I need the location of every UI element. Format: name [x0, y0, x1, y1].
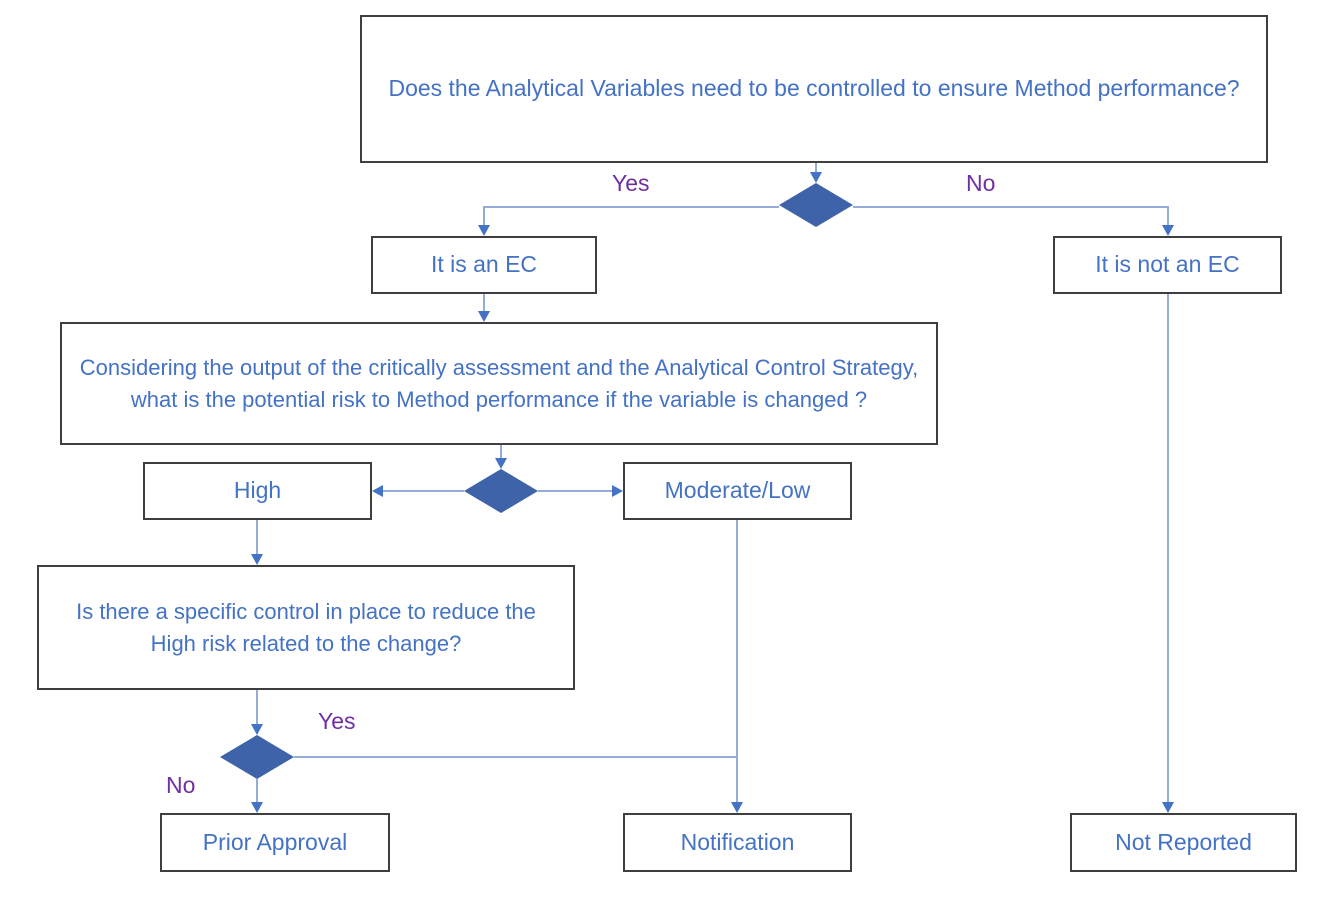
- connector-not-ec-to-not-reported: [1167, 294, 1169, 802]
- result-box-is-ec-text: It is an EC: [430, 251, 538, 278]
- arrowhead-into-q3: [251, 554, 263, 565]
- option-box-moderate-low-text: Moderate/Low: [664, 477, 811, 504]
- result-box-is-not-ec: It is not an EC: [1053, 236, 1282, 294]
- option-box-high-text: High: [233, 477, 282, 504]
- arrowhead-into-is-not-ec: [1162, 225, 1174, 236]
- option-box-moderate-low: Moderate/Low: [623, 462, 852, 520]
- arrowhead-into-moderate: [612, 485, 623, 497]
- edge-label-yes-top: Yes: [612, 170, 650, 196]
- connector-no-horizontal: [853, 206, 1168, 208]
- connector-diamond2-to-moderate: [538, 490, 612, 492]
- edge-label-yes-bottom: Yes: [318, 708, 356, 734]
- connector-diamond3-to-prior-approval: [256, 779, 258, 802]
- arrowhead-into-high: [372, 485, 383, 497]
- arrowhead-into-not-reported: [1162, 802, 1174, 813]
- option-box-high: High: [143, 462, 372, 520]
- decision-diamond-controlled: [779, 183, 853, 227]
- connector-q1-to-diamond1: [815, 163, 817, 173]
- connector-no-vertical: [1167, 206, 1169, 226]
- connector-yes-horizontal: [484, 206, 779, 208]
- connector-diamond2-to-high: [383, 490, 464, 492]
- arrowhead-into-diamond3: [251, 724, 263, 735]
- outcome-box-prior-approval: Prior Approval: [160, 813, 390, 872]
- question-box-risk-text: Considering the output of the critically…: [79, 354, 919, 412]
- arrowhead-into-diamond1: [810, 172, 822, 183]
- arrowhead-into-q2: [478, 311, 490, 322]
- decision-diamond-risk: [464, 469, 538, 513]
- edge-label-no-bottom: No: [166, 772, 196, 798]
- arrowhead-into-notification: [731, 802, 743, 813]
- outcome-box-notification-text: Notification: [680, 828, 795, 855]
- connector-yes-bottom-horizontal: [294, 756, 738, 758]
- connector-yes-vertical: [483, 206, 485, 226]
- connector-q3-to-diamond3: [256, 690, 258, 724]
- connector-ec-to-q2: [483, 294, 485, 312]
- outcome-box-notification: Notification: [623, 813, 852, 872]
- question-box-controlled: Does the Analytical Variables need to be…: [360, 15, 1268, 163]
- result-box-is-not-ec-text: It is not an EC: [1095, 251, 1240, 278]
- outcome-box-not-reported: Not Reported: [1070, 813, 1297, 872]
- decision-diamond-specific-control: [220, 735, 294, 779]
- arrowhead-into-prior-approval: [251, 802, 263, 813]
- question-box-specific-control: Is there a specific control in place to …: [37, 565, 575, 690]
- result-box-is-ec: It is an EC: [371, 236, 597, 294]
- question-box-controlled-text: Does the Analytical Variables need to be…: [388, 75, 1240, 102]
- question-box-specific-control-text: Is there a specific control in place to …: [76, 598, 536, 656]
- question-box-risk: Considering the output of the critically…: [60, 322, 938, 445]
- arrowhead-into-diamond2: [495, 458, 507, 469]
- edge-label-no-top: No: [966, 170, 996, 196]
- connector-high-to-q3: [256, 520, 258, 554]
- outcome-box-not-reported-text: Not Reported: [1115, 828, 1252, 855]
- connector-q2-to-diamond2: [500, 445, 502, 459]
- arrowhead-into-is-ec: [478, 225, 490, 236]
- connector-moderate-to-notification: [736, 520, 738, 802]
- outcome-box-prior-approval-text: Prior Approval: [202, 828, 348, 855]
